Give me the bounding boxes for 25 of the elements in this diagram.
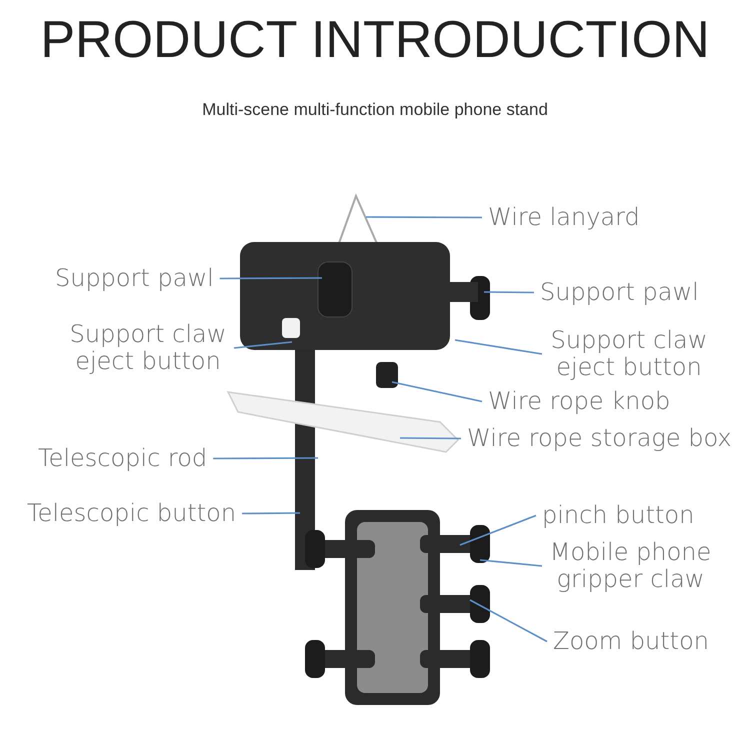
leader-line (213, 457, 318, 460)
leader-line (480, 559, 542, 567)
page-title: PRODUCT INTRODUCTION (39, 10, 711, 70)
callout-label: pinch button (542, 502, 694, 529)
callout-label: Support claw eject button (548, 327, 710, 381)
leader-line (454, 339, 542, 355)
callout-label: Support pawl (55, 265, 214, 292)
callout-label: Telescopic rod (38, 445, 208, 472)
leader-line (470, 599, 548, 642)
leader-line (366, 216, 482, 218)
callout-label: Support pawl (540, 279, 699, 306)
callout-label: Mobile phone gripper claw (548, 539, 713, 593)
leader-line (460, 514, 536, 546)
leader-line (400, 437, 461, 440)
leader-line (392, 381, 482, 402)
callout-label: Support claw eject button (68, 321, 228, 375)
subtitle: Multi-scene multi-function mobile phone stand (201, 100, 549, 120)
callout-label: Wire rope knob (488, 388, 670, 415)
leader-line (220, 277, 322, 280)
callout-label: Wire lanyard (488, 204, 640, 231)
leader-line (242, 512, 300, 514)
leader-line (484, 291, 534, 294)
callout-label: Telescopic button (27, 500, 236, 527)
callout-label: Wire rope storage box (467, 425, 732, 452)
callout-label: Zoom button (553, 628, 709, 655)
